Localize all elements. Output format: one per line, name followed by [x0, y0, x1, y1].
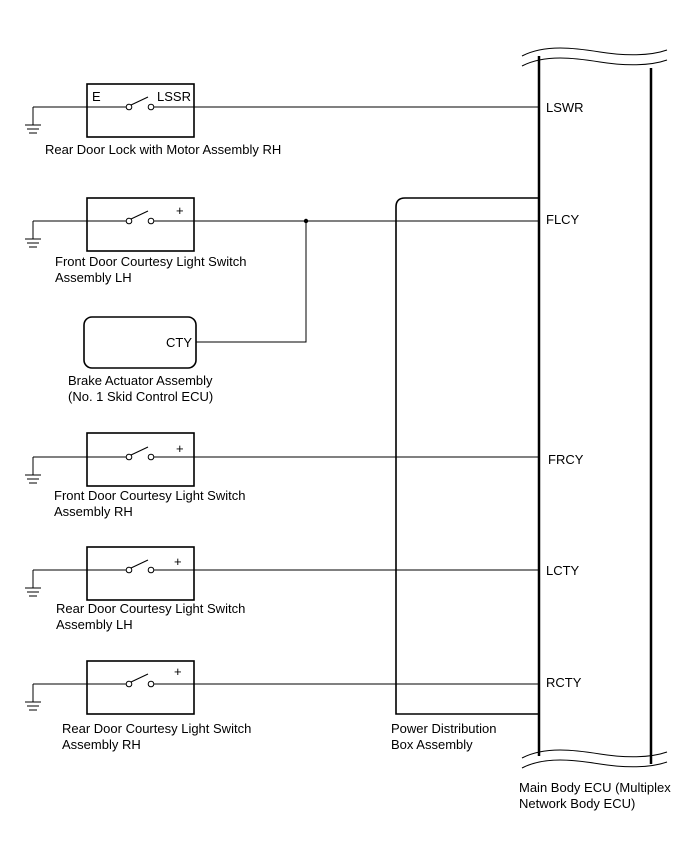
front-courtesy-lh-box — [86, 197, 195, 252]
rear-courtesy-lh-label-line1: Rear Door Courtesy Light Switch — [56, 601, 245, 616]
power-distribution-label-line2: Box Assembly — [391, 737, 473, 752]
front-courtesy-rh-label-line2: Assembly RH — [54, 504, 133, 519]
power-distribution-box — [395, 197, 539, 715]
pin-flcy: FLCY — [546, 212, 580, 227]
switch-symbol-icon — [87, 446, 194, 461]
rear-courtesy-rh-box — [86, 660, 195, 715]
term-plus: + — [176, 203, 184, 218]
switch-symbol-icon — [87, 559, 194, 574]
rear-door-lock-label: Rear Door Lock with Motor Assembly RH — [45, 142, 281, 157]
ground-symbol-icon — [25, 570, 41, 597]
main-body-ecu-label-line1: Main Body ECU (Multiplex — [519, 780, 671, 795]
ground-symbol-icon — [25, 107, 41, 134]
ground-symbol-icon — [25, 457, 41, 484]
main-body-ecu-label-line2: Network Body ECU) — [519, 796, 635, 811]
main-body-ecu — [521, 47, 668, 769]
pin-lcty: LCTY — [546, 563, 580, 578]
term-plus: + — [174, 664, 182, 679]
rear-door-lock-box — [86, 83, 195, 138]
brake-actuator-label-line1: Brake Actuator Assembly — [68, 373, 213, 388]
switch-symbol-icon — [87, 96, 194, 111]
front-courtesy-rh-box — [86, 432, 195, 487]
switch-symbol-icon — [87, 673, 194, 688]
switch-symbol-icon — [87, 210, 194, 225]
pin-rcty: RCTY — [546, 675, 582, 690]
term-e: E — [92, 89, 101, 104]
rear-courtesy-lh-box — [86, 546, 195, 601]
front-courtesy-lh-label-line1: Front Door Courtesy Light Switch — [55, 254, 246, 269]
pin-lswr: LSWR — [546, 100, 584, 115]
term-lssr: LSSR — [157, 89, 191, 104]
ground-symbol-icon — [25, 684, 41, 711]
term-cty: CTY — [166, 335, 192, 350]
term-plus: + — [176, 441, 184, 456]
front-courtesy-rh-label-line1: Front Door Courtesy Light Switch — [54, 488, 245, 503]
rear-courtesy-lh-label-line2: Assembly LH — [56, 617, 133, 632]
power-distribution-label-line1: Power Distribution — [391, 721, 497, 736]
pin-frcy: FRCY — [548, 452, 584, 467]
front-courtesy-lh-label-line2: Assembly LH — [55, 270, 132, 285]
rear-courtesy-rh-label-line1: Rear Door Courtesy Light Switch — [62, 721, 251, 736]
brake-actuator-label-line2: (No. 1 Skid Control ECU) — [68, 389, 213, 404]
rear-courtesy-rh-label-line2: Assembly RH — [62, 737, 141, 752]
ground-symbol-icon — [25, 221, 41, 248]
term-plus: + — [174, 554, 182, 569]
wire-cty — [196, 221, 307, 343]
